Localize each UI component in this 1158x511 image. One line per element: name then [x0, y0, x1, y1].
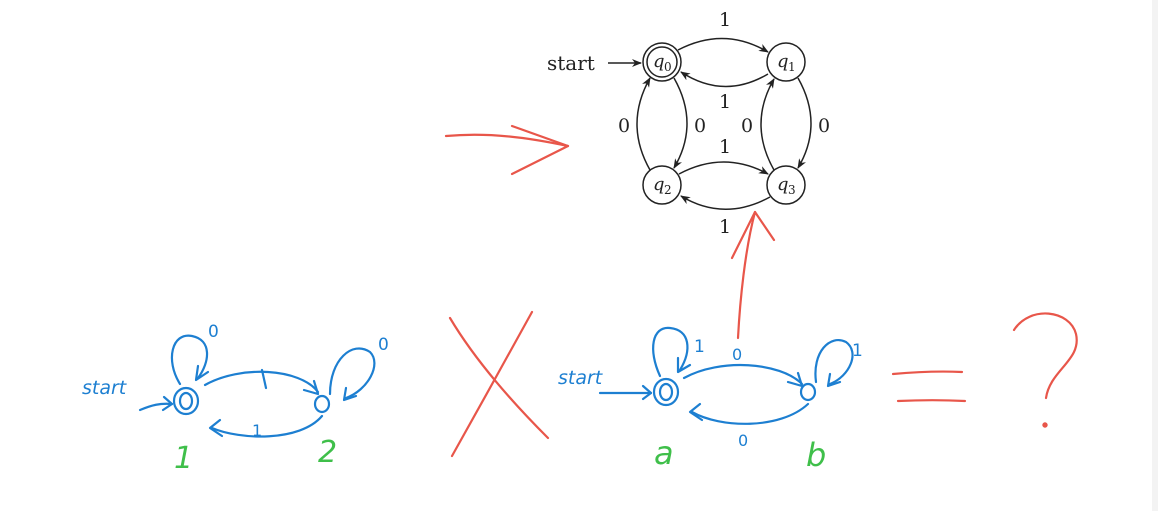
edge-q1-q3 [797, 77, 812, 169]
state-q3-label: q [777, 174, 789, 195]
state-q2-subscript: 2 [664, 183, 672, 197]
edge-label-q0-q2: 0 [694, 115, 706, 137]
edge-q2-q0 [636, 77, 651, 171]
state-q0-subscript: 0 [664, 60, 672, 74]
dfa-right-edge-top [682, 363, 804, 386]
state-q2-label: q [653, 174, 665, 195]
dfa-left-edge-bottom [210, 414, 324, 438]
edge-label-q3-q2: 1 [719, 216, 731, 238]
right-edge-strip [1152, 0, 1158, 511]
dfa-right [598, 326, 854, 425]
dfa-right-edge-label-top: 0 [732, 345, 742, 364]
dfa-left-start-label: start [82, 377, 128, 399]
equals-symbol-top [891, 370, 964, 376]
edge-q1-q0 [680, 71, 769, 88]
state-q0: q 0 [642, 42, 682, 82]
state-q0-label: q [653, 51, 665, 72]
dfa-left-self-loop-2 [328, 347, 376, 400]
dfa-right-start-label: start [558, 367, 604, 389]
edge-label-q1-q0: 1 [719, 91, 731, 113]
edge-q0-q1 [677, 37, 769, 53]
product-dfa: start q 0 q 1 q 2 q 3 [547, 9, 830, 238]
edge-label-q0-q1: 1 [719, 9, 731, 31]
dfa-right-edge-label-bottom: 0 [738, 431, 748, 450]
red-annotations [444, 124, 1078, 458]
state-q1-label: q [777, 51, 789, 72]
question-mark-hook [1012, 312, 1078, 400]
dfa-right-state-a-outer [652, 377, 680, 407]
edge-label-q1-q3: 0 [818, 115, 830, 137]
dfa-left [138, 334, 376, 438]
dfa-left-state-1-inner [178, 391, 194, 411]
edge-label-q3-q1: 0 [741, 115, 753, 137]
red-arrow-up-head [730, 210, 776, 260]
edge-label-q2-q3: 1 [719, 136, 731, 158]
dfa-right-state-a-inner [658, 382, 674, 402]
dfa-left-loop-label-1: 0 [208, 322, 219, 342]
state-q1-subscript: 1 [788, 60, 796, 74]
start-label: start [547, 51, 595, 75]
dfa-right-self-loop-b [814, 339, 854, 386]
state-q1: q 1 [766, 42, 806, 82]
red-arrow-up [736, 210, 757, 340]
dfa-left-self-loop-1 [170, 334, 209, 386]
dfa-right-state-b [799, 382, 817, 402]
dfa-right-state-name-a: a [654, 434, 674, 472]
dfa-left-edge-label-bottom: 1 [252, 421, 262, 440]
dfa-left-start-arrow [138, 402, 174, 412]
state-q3-subscript: 3 [788, 183, 796, 197]
edge-q0-q2 [673, 77, 688, 169]
dfa-left-edge-top [203, 370, 320, 394]
dfa-right-state-name-b: b [806, 436, 826, 474]
dfa-left-state-name-2: 2 [318, 435, 337, 470]
equals-symbol-bottom [896, 399, 967, 403]
edge-q3-q2 [680, 195, 771, 210]
dfa-left-loop-label-2: 0 [378, 335, 389, 355]
edge-q2-q3 [678, 161, 769, 175]
cross-symbol-stroke-1 [448, 316, 550, 440]
edge-label-q2-q0: 0 [618, 115, 630, 137]
dfa-left-state-1-outer [172, 386, 200, 416]
edge-q3-q1 [760, 78, 775, 171]
state-q3: q 3 [766, 165, 806, 205]
state-q2: q 2 [642, 165, 682, 205]
dfa-left-state-2 [313, 394, 331, 414]
question-mark-dot [1042, 422, 1048, 428]
dfa-left-state-name-1: 1 [174, 441, 193, 476]
red-arrow-right [444, 133, 570, 148]
dfa-right-edge-bottom [690, 402, 810, 425]
dfa-right-loop-label-b: 1 [852, 341, 863, 361]
cross-symbol-stroke-2 [450, 310, 534, 458]
dfa-right-loop-label-a: 1 [694, 337, 705, 357]
red-arrow-right-head [510, 124, 570, 176]
dfa-right-self-loop-a [652, 326, 689, 378]
